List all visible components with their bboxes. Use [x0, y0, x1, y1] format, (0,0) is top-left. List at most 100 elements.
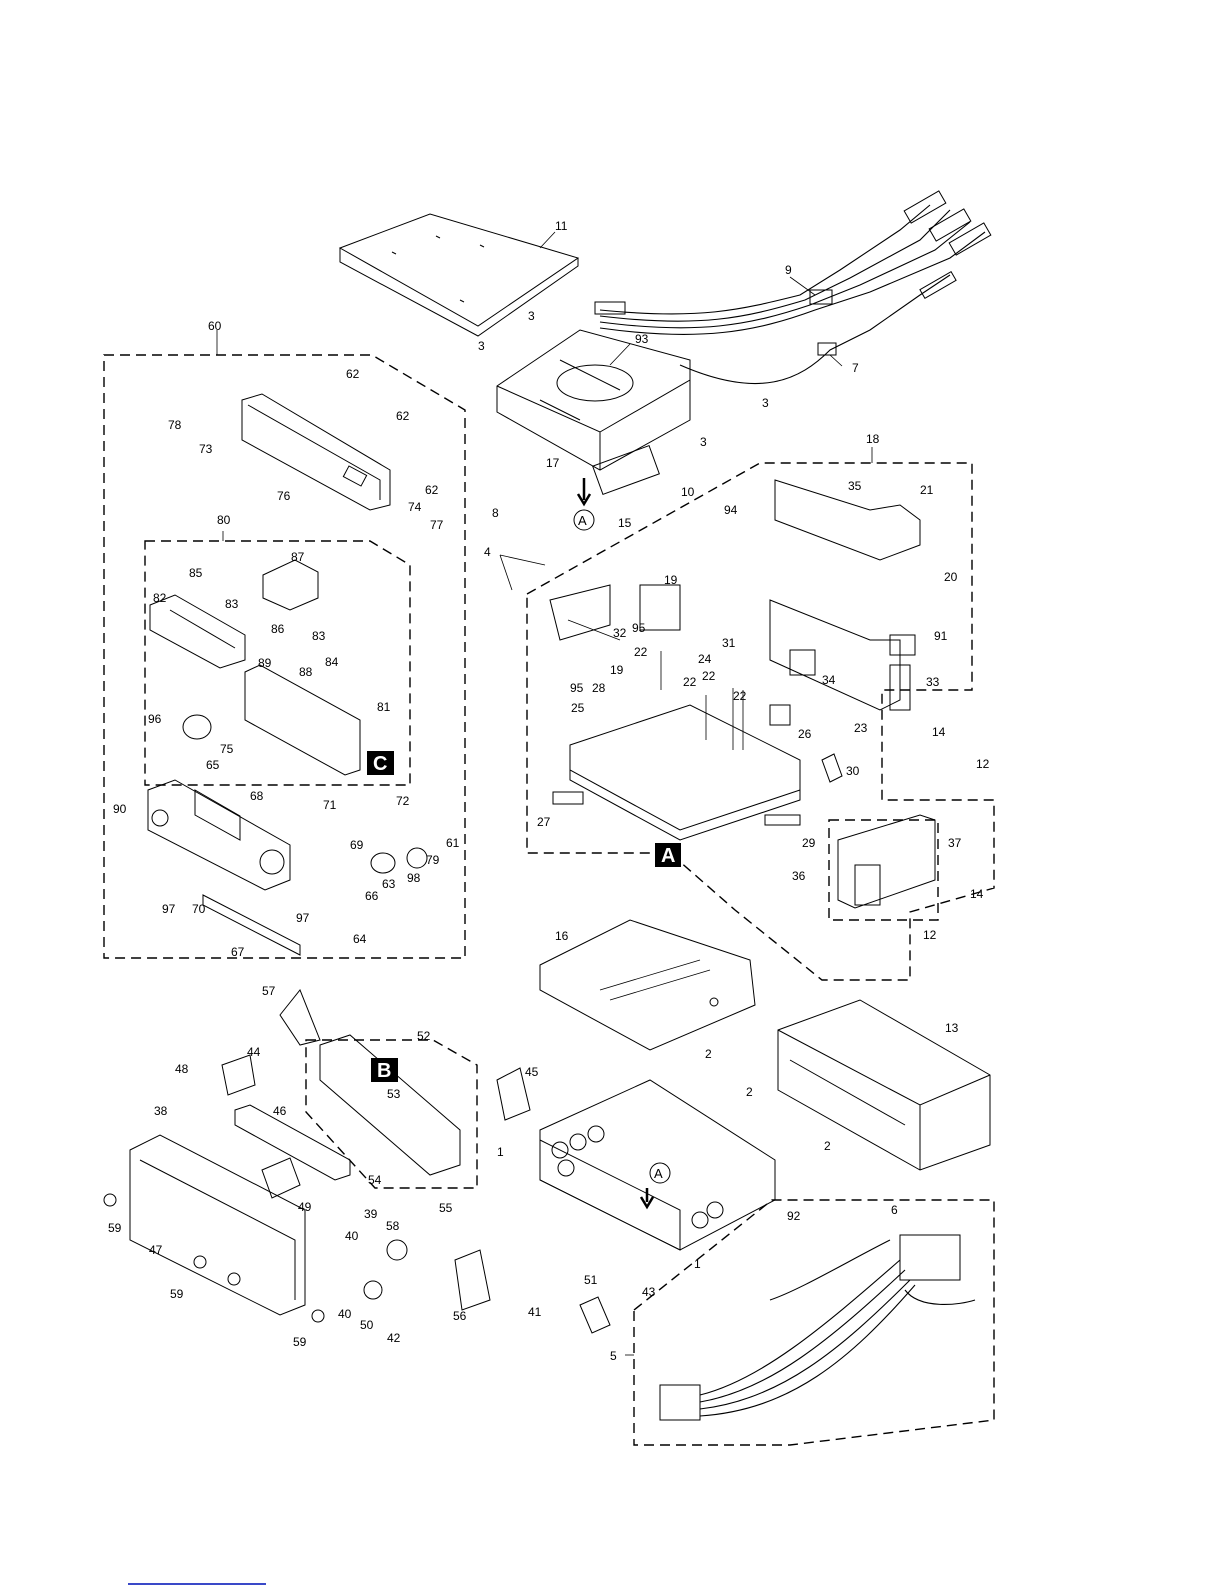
callout-58: 58 [386, 1219, 400, 1233]
callout-71: 71 [323, 798, 337, 812]
callout-90: 90 [113, 802, 127, 816]
group-36-37-outline [828, 819, 939, 921]
callout-66: 66 [365, 889, 379, 903]
callout-63: 63 [382, 877, 396, 891]
arrow-down-icon [639, 1188, 655, 1210]
board-36-37 [837, 814, 936, 909]
callout-62-a: 62 [346, 367, 360, 381]
callout-79: 79 [426, 853, 440, 867]
callout-22-c: 22 [683, 675, 697, 689]
box-marker-a: A [661, 845, 675, 867]
callout-92: 92 [787, 1209, 801, 1223]
callout-4: 4 [484, 545, 491, 559]
arrow-down-icon [576, 478, 592, 507]
callout-11: 11 [555, 219, 568, 233]
box-markers: A B C [367, 751, 681, 1082]
callout-29: 29 [802, 836, 816, 850]
leader-lines [216, 231, 873, 1356]
callout-54: 54 [368, 1173, 382, 1187]
callout-12-b: 12 [923, 928, 937, 942]
callout-95-b: 95 [570, 681, 584, 695]
circle-marker-a1-ring [573, 509, 595, 531]
callout-14-a: 14 [932, 725, 946, 739]
rca-cables [594, 190, 992, 385]
callout-87: 87 [291, 550, 305, 564]
callout-65: 65 [206, 758, 220, 772]
callout-38: 38 [154, 1104, 168, 1118]
callout-60: 60 [208, 319, 222, 333]
callout-1-a: 1 [497, 1145, 504, 1159]
callout-19-a: 19 [664, 573, 678, 587]
callout-59-b: 59 [170, 1287, 184, 1301]
callout-7: 7 [852, 361, 859, 375]
callout-43: 43 [642, 1285, 656, 1299]
main-board [549, 479, 921, 841]
callout-3-c: 3 [762, 396, 769, 410]
callout-16: 16 [555, 929, 569, 943]
callout-31: 31 [722, 636, 736, 650]
callout-1-b: 1 [694, 1257, 701, 1271]
cd-mechanism [496, 329, 691, 495]
callout-24: 24 [698, 652, 712, 666]
callout-40-b: 40 [338, 1307, 352, 1321]
callout-19-b: 19 [610, 663, 624, 677]
callout-96: 96 [148, 712, 162, 726]
callout-97-a: 97 [162, 902, 176, 916]
callout-22-a: 22 [634, 645, 648, 659]
case-13 [777, 999, 991, 1171]
callout-89: 89 [258, 656, 272, 670]
circle-marker-a2-ring [649, 1162, 671, 1184]
callout-10: 10 [681, 485, 695, 499]
callout-91: 91 [934, 629, 948, 643]
callout-49: 49 [298, 1200, 312, 1214]
callout-2-b: 2 [746, 1085, 753, 1099]
footer-link-underline [128, 1583, 266, 1585]
callout-20: 20 [944, 570, 958, 584]
callout-73: 73 [199, 442, 213, 456]
callout-3-d: 3 [700, 435, 707, 449]
circle-marker-a1: A [578, 513, 587, 528]
top-shield-plate [338, 213, 580, 337]
group-A-chassis-outline [526, 462, 995, 981]
callout-21: 21 [920, 483, 934, 497]
callout-85: 85 [189, 566, 203, 580]
callout-30: 30 [846, 764, 860, 778]
group-80-outline [144, 540, 411, 786]
callout-22-b: 22 [702, 669, 716, 683]
callout-41: 41 [528, 1305, 542, 1319]
lower-front-panel [103, 989, 611, 1334]
callout-83-b: 83 [312, 629, 326, 643]
callout-88: 88 [299, 665, 313, 679]
callout-62-c: 62 [425, 483, 439, 497]
callout-72: 72 [396, 794, 410, 808]
box-marker-a-bg [655, 843, 681, 867]
group-52-outline [305, 1039, 478, 1189]
callout-95-a: 95 [632, 621, 646, 635]
group-60-outline [103, 354, 466, 959]
group-outlines [103, 354, 995, 1446]
callout-34: 34 [822, 673, 836, 687]
callout-32: 32 [613, 626, 627, 640]
callout-98: 98 [407, 871, 421, 885]
callout-84: 84 [325, 655, 339, 669]
callout-15: 15 [618, 516, 632, 530]
callout-36: 36 [792, 869, 806, 883]
callout-26: 26 [798, 727, 812, 741]
callout-97-b: 97 [296, 911, 310, 925]
insulator-sheet [539, 919, 756, 1051]
callout-37: 37 [948, 836, 962, 850]
box-marker-b: B [377, 1060, 391, 1082]
callout-40-a: 40 [345, 1229, 359, 1243]
callout-52: 52 [417, 1029, 431, 1043]
callout-82: 82 [153, 591, 167, 605]
callout-59-c: 59 [293, 1335, 307, 1349]
circle-markers: A A [573, 478, 671, 1210]
callout-labels: 11 9 3 3 93 7 3 3 17 8 15 10 60 62 62 62… [108, 219, 990, 1363]
callout-14-b: 14 [970, 887, 984, 901]
callout-8: 8 [492, 506, 499, 520]
callout-50: 50 [360, 1318, 374, 1332]
callout-53: 53 [387, 1087, 401, 1101]
front-panel-parts [147, 393, 428, 956]
box-marker-b-bg [371, 1058, 398, 1082]
callout-61: 61 [446, 836, 460, 850]
